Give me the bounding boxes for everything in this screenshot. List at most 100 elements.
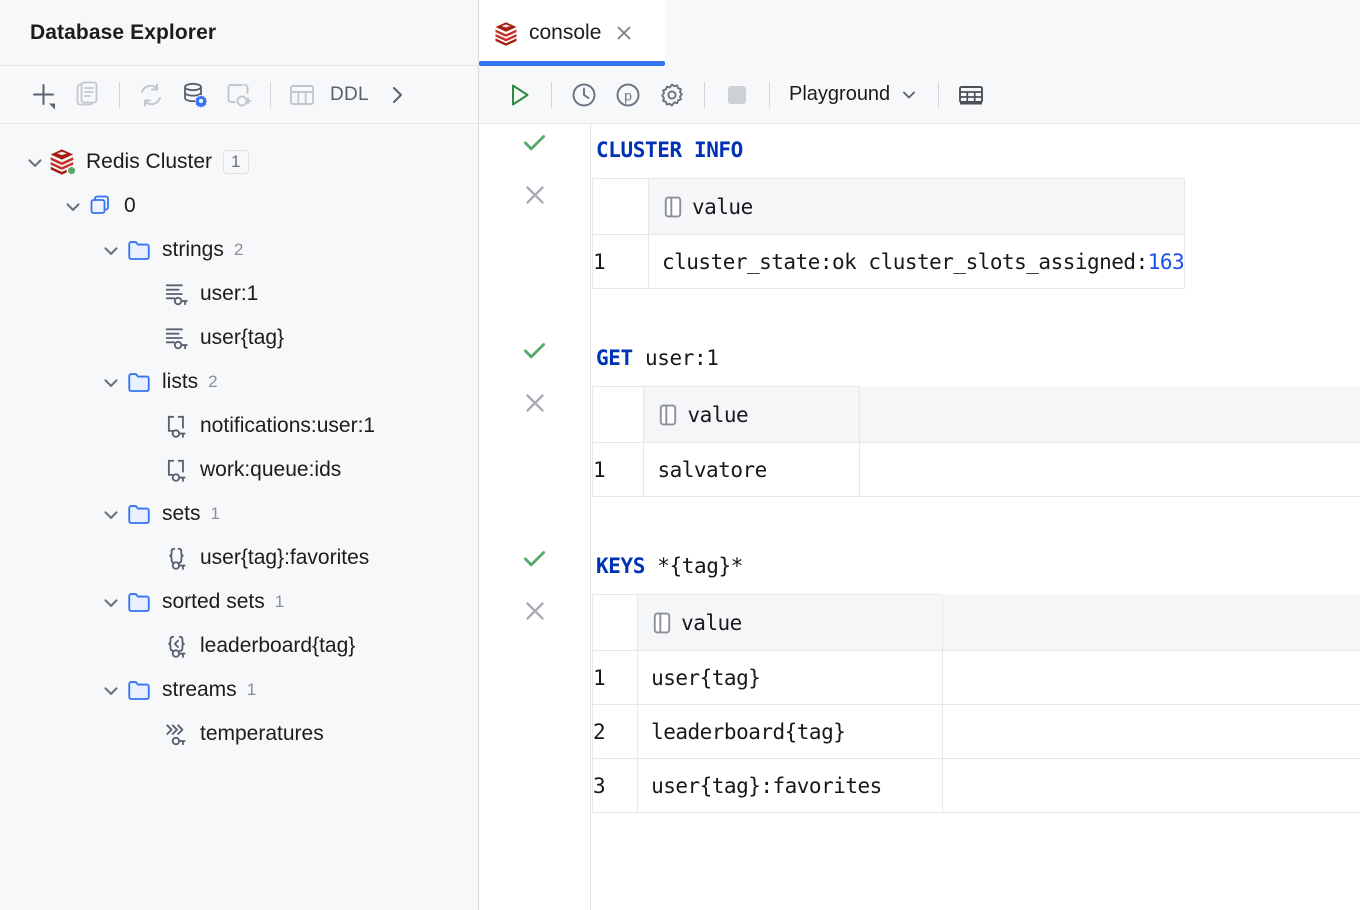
page-title: Database Explorer <box>30 20 217 44</box>
profile-button[interactable]: p <box>606 73 650 117</box>
statement-text[interactable]: KEYS *{tag}* <box>592 554 1360 578</box>
table-cell-value[interactable]: cluster_state:ok cluster_slots_assigned:… <box>647 234 1186 289</box>
cell-text: user{tag} <box>651 665 761 690</box>
statement-cancel-button[interactable] <box>479 390 591 416</box>
set-key-icon <box>162 545 192 571</box>
folder-icon <box>124 501 154 527</box>
duplicate-button[interactable] <box>66 73 110 117</box>
table-cell-value[interactable]: leaderboard{tag} <box>637 704 944 759</box>
history-button[interactable] <box>562 73 606 117</box>
table-empty-cell <box>942 704 1360 759</box>
column-header-label: value <box>692 194 753 219</box>
table-empty-cell <box>942 650 1360 705</box>
statement-text[interactable]: CLUSTER INFO <box>592 138 1185 162</box>
database-settings-button[interactable] <box>173 73 217 117</box>
tree-item-leaderboard-tag-[interactable]: leaderboard{tag} <box>0 624 478 668</box>
cell-text: salvatore <box>657 457 767 482</box>
folder-icon <box>124 677 154 703</box>
string-key-icon <box>162 281 192 307</box>
settings-button[interactable] <box>650 73 694 117</box>
chevron-right-icon <box>392 86 402 103</box>
table-empty-header <box>942 594 1360 651</box>
execute-button[interactable] <box>497 73 541 117</box>
add-button[interactable] <box>22 73 66 117</box>
chevron-down-tree-icon <box>104 379 118 387</box>
statement-cancel-button[interactable] <box>479 182 591 208</box>
tree-item-label: user:1 <box>200 282 259 305</box>
console-toolbar: p Playground <box>479 66 1360 124</box>
row-number-header <box>592 178 649 235</box>
ddl-button[interactable]: DDL <box>330 83 369 105</box>
toolbar-divider <box>769 81 770 108</box>
check-icon <box>523 135 546 151</box>
statement-status-success <box>479 338 591 366</box>
statement-args: user:1 <box>632 346 719 370</box>
toolbar-divider <box>119 81 120 108</box>
schema-selector[interactable]: Playground <box>780 78 928 111</box>
folder-icon <box>124 369 154 395</box>
folder-icon <box>128 505 150 524</box>
check-icon <box>523 551 546 567</box>
tree-item-label: work:queue:ids <box>200 458 342 481</box>
tree-item-user-tag-favorites[interactable]: user{tag}:favorites <box>0 536 478 580</box>
table-editor-button[interactable] <box>280 73 324 117</box>
tree-item-0[interactable]: 0 <box>0 184 478 228</box>
table-cell-value[interactable]: user{tag}:favorites <box>637 758 944 813</box>
database-gear-icon <box>184 82 207 107</box>
tree-item-user-tag-[interactable]: user{tag} <box>0 316 478 360</box>
tree-expand-toggle[interactable] <box>98 369 124 395</box>
table-cell-value[interactable]: salvatore <box>643 442 860 497</box>
row-number: 1 <box>591 650 639 705</box>
tree-item-label: user{tag}:favorites <box>200 546 370 569</box>
table-cell-value[interactable]: user{tag} <box>637 650 944 705</box>
statement-text[interactable]: GET user:1 <box>592 346 1360 370</box>
tree-item-label: notifications:user:1 <box>200 414 376 437</box>
statement-cancel-button[interactable] <box>479 598 591 624</box>
column-icon <box>652 611 672 635</box>
tree-item-label: lists <box>162 370 199 393</box>
tree-expand-toggle[interactable] <box>98 677 124 703</box>
column-header-value[interactable]: value <box>643 386 860 443</box>
grid-view-button[interactable] <box>949 73 993 117</box>
toolbar-divider <box>938 81 940 108</box>
copy-icon <box>76 81 98 105</box>
tab-close-button[interactable] <box>611 20 637 46</box>
tree-item-work-queue-ids[interactable]: work:queue:ids <box>0 448 478 492</box>
row-number: 3 <box>591 758 639 813</box>
tree-item-user-1[interactable]: user:1 <box>0 272 478 316</box>
more-button[interactable] <box>375 73 419 117</box>
tab-console[interactable]: console <box>479 0 665 66</box>
stop-button[interactable] <box>715 73 759 117</box>
table-empty-header <box>859 386 1360 443</box>
tree-item-temperatures[interactable]: temperatures <box>0 712 478 756</box>
refresh-button[interactable] <box>129 73 173 117</box>
database-index-icon <box>86 193 116 219</box>
chevron-down-tree-icon <box>104 247 118 255</box>
tree-expand-toggle[interactable] <box>98 237 124 263</box>
table-row[interactable]: 1 user{tag} <box>591 650 1360 705</box>
column-header-value[interactable]: value <box>637 594 944 651</box>
tree-expand-toggle[interactable] <box>22 149 48 175</box>
column-header-value[interactable]: value <box>647 178 1186 235</box>
tree-item-label: sorted sets <box>162 590 265 613</box>
tree-expand-toggle[interactable] <box>98 589 124 615</box>
tree-expand-toggle[interactable] <box>60 193 86 219</box>
tree-item-notifications-user-1[interactable]: notifications:user:1 <box>0 404 478 448</box>
disconnect-button[interactable] <box>217 73 261 117</box>
tree-item-count: 2 <box>233 240 244 259</box>
tree-expand-toggle[interactable] <box>98 501 124 527</box>
chevron-down-tree-icon <box>28 159 42 167</box>
